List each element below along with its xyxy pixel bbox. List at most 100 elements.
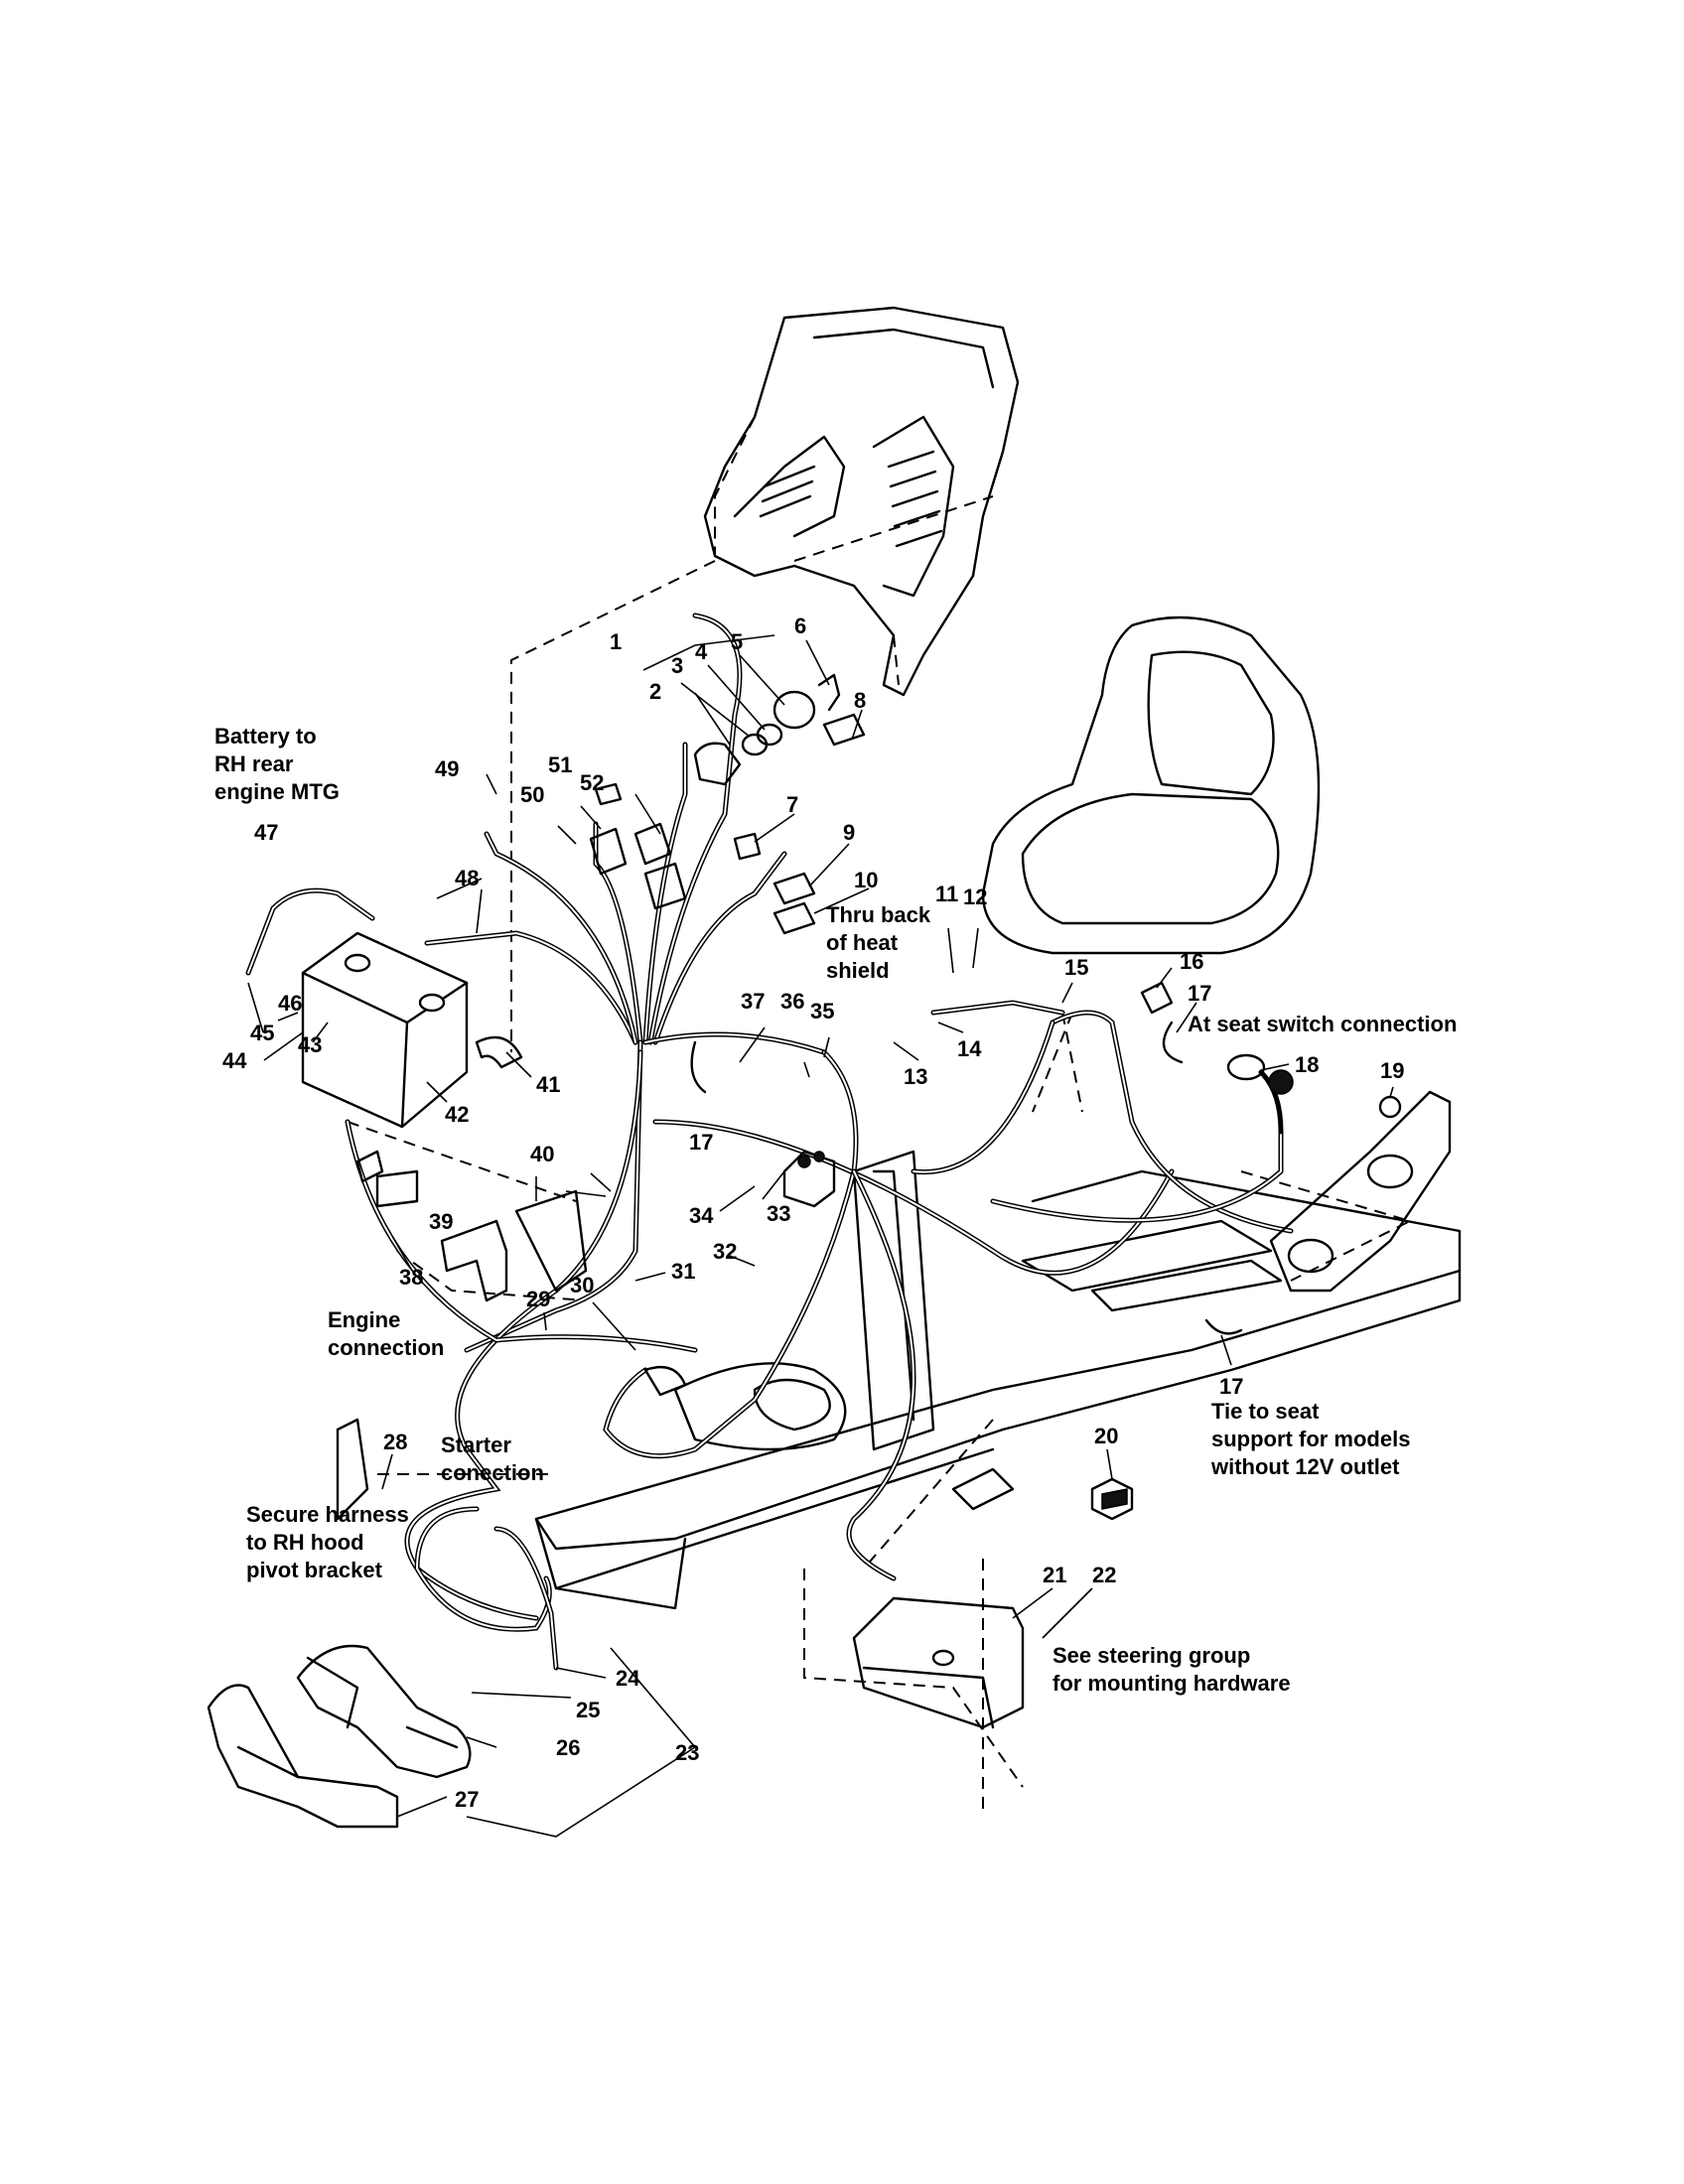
callout-2: 2 (649, 679, 662, 704)
cable-tie-c (1204, 1318, 1243, 1335)
callout-17-tie: 17 (1219, 1374, 1244, 1399)
battery-cable (245, 887, 375, 976)
callout-10: 10 (854, 868, 879, 892)
callout-8: 8 (854, 688, 867, 713)
note-battery: Battery to RH rear engine MTG (214, 724, 340, 804)
callout-29: 29 (526, 1287, 551, 1311)
main-wiring-harness (345, 613, 1294, 1621)
assembly-guide-lines (347, 495, 1413, 1817)
seat (981, 615, 1321, 955)
switch-cover (772, 872, 816, 905)
callout-26: 26 (556, 1735, 581, 1760)
callout-28: 28 (383, 1430, 408, 1454)
callout-14: 14 (957, 1036, 982, 1061)
callout-27: 27 (455, 1787, 480, 1812)
headlight-harness (414, 1506, 559, 1671)
callout-3: 3 (671, 653, 684, 678)
mount-bracket (440, 1219, 508, 1302)
note-engine: Engine connection (328, 1307, 445, 1360)
outlet-cap (1378, 1095, 1402, 1119)
headlight-assembly (296, 1644, 472, 1779)
ignition-switch-assembly (693, 673, 841, 786)
callout-51: 51 (548, 752, 573, 777)
pto-switch (733, 832, 762, 861)
note-starter: Starter conection (441, 1433, 544, 1485)
callout-37: 37 (741, 989, 766, 1014)
callout-52: 52 (580, 770, 605, 795)
callout-35: 35 (810, 999, 835, 1024)
callout-1: 1 (610, 629, 623, 654)
callout-31: 31 (671, 1259, 696, 1284)
callout-39: 39 (429, 1209, 454, 1234)
callout-17-harness: 17 (689, 1130, 714, 1155)
note-tie-seat: Tie to seat support for models without 1… (1211, 1399, 1411, 1479)
callout-18: 18 (1295, 1052, 1320, 1077)
headlight-lens (207, 1684, 399, 1829)
boot-30 (643, 1365, 687, 1397)
heat-shield-cable (930, 1000, 1065, 1016)
starter-solenoid (782, 1150, 836, 1208)
callout-5: 5 (731, 629, 744, 654)
callout-44: 44 (222, 1048, 247, 1073)
callout-49: 49 (435, 756, 460, 781)
cable-tie-b (690, 1040, 707, 1094)
callout-41: 41 (536, 1072, 561, 1097)
small-components (336, 713, 1243, 1521)
callout-13: 13 (904, 1064, 928, 1089)
tractor-frame (534, 1150, 1462, 1610)
callout-38: 38 (399, 1265, 424, 1290)
note-heat-shield: Thru back of heat shield (826, 902, 931, 983)
callout-6: 6 (794, 614, 807, 638)
pivot-bracket (336, 1418, 369, 1521)
callout-30: 30 (570, 1273, 595, 1297)
note-secure-harness: Secure harness to RH hood pivot bracket (246, 1502, 409, 1582)
callout-11: 11 (935, 882, 959, 906)
callout-16: 16 (1180, 949, 1204, 974)
fender-console (1269, 1090, 1452, 1293)
callout-32: 32 (713, 1239, 738, 1264)
callout-47: 47 (254, 820, 279, 845)
callout-45: 45 (250, 1021, 275, 1045)
connector-52 (643, 862, 687, 910)
terminal-boot (475, 1035, 523, 1069)
callout-22: 22 (1092, 1563, 1117, 1587)
callout-4: 4 (695, 639, 708, 664)
callout-33: 33 (767, 1201, 791, 1226)
callout-leaders (247, 634, 1394, 1838)
callout-34: 34 (689, 1203, 714, 1228)
callout-24: 24 (616, 1666, 640, 1691)
note-steering: See steering group for mounting hardware (1052, 1643, 1291, 1696)
callout-9: 9 (843, 820, 856, 845)
cable-tie-a (1162, 1021, 1184, 1064)
callout-12: 12 (963, 885, 988, 909)
ground-clip (355, 1150, 384, 1183)
callout-7: 7 (786, 792, 799, 817)
note-seat-switch: At seat switch connection (1188, 1012, 1458, 1036)
bracket-39 (375, 1169, 419, 1208)
callout-23: 23 (675, 1740, 700, 1765)
fuse-holder (1090, 1477, 1134, 1521)
callout-20: 20 (1094, 1424, 1119, 1448)
callout-40: 40 (530, 1142, 555, 1166)
callout-42: 42 (445, 1102, 470, 1127)
callout-25: 25 (576, 1698, 601, 1722)
hood-dash-console (703, 306, 1020, 697)
switch-bezel (822, 713, 866, 747)
steering-bracket (852, 1596, 1025, 1729)
callout-48: 48 (455, 866, 480, 890)
mount-bracket-b (514, 1189, 588, 1293)
switch-cover-b (772, 901, 816, 935)
callout-21: 21 (1043, 1563, 1067, 1587)
callout-15: 15 (1064, 955, 1089, 980)
battery (301, 931, 469, 1129)
callout-46: 46 (278, 991, 303, 1016)
callout-17-seat: 17 (1188, 981, 1212, 1006)
connector-50 (589, 827, 628, 876)
connector-51 (633, 822, 672, 866)
connector-49 (594, 782, 623, 806)
power-outlet (1226, 1053, 1294, 1095)
seat-switch (1140, 981, 1174, 1015)
hood-vent-slots (759, 450, 943, 548)
callout-50: 50 (520, 782, 545, 807)
